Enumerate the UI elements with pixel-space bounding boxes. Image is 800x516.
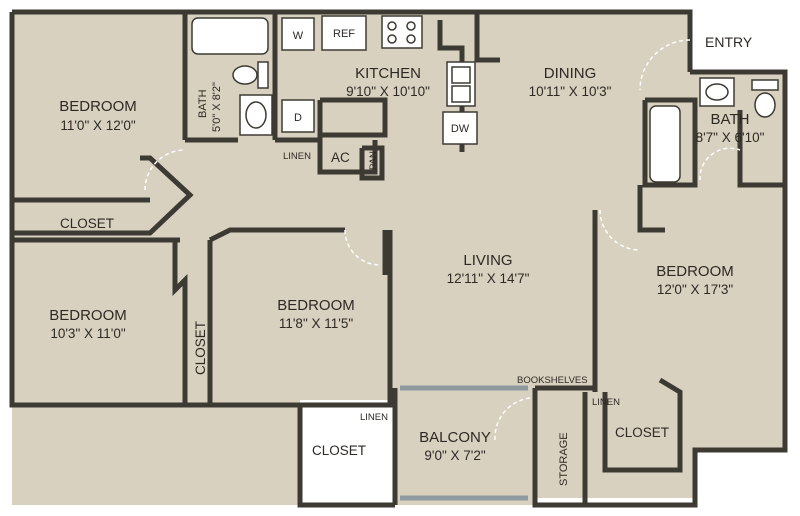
living-dims: 12'11" X 14'7" <box>447 271 530 286</box>
dishwasher-label: DW <box>451 123 470 135</box>
living-name: LIVING <box>463 252 512 269</box>
bedroom-mid-name: BEDROOM <box>277 297 355 314</box>
linen-label-south: LINEN <box>360 412 388 423</box>
toilet-icon <box>232 65 258 85</box>
range-icon <box>381 15 423 49</box>
bedroom-sw-dims: 10'3" X 11'0" <box>50 326 125 341</box>
closet-label-west: CLOSET <box>193 321 208 375</box>
entry-label: ENTRY <box>705 34 753 50</box>
dishwasher-icon <box>442 111 478 145</box>
bedroom-nw-dims: 11'0" X 12'0" <box>60 118 135 133</box>
bedroom-mid-dims: 11'8" X 11'5" <box>279 316 353 331</box>
balcony-dims: 9'0" X 7'2" <box>424 448 485 463</box>
closet-label-nw: CLOSET <box>60 216 114 231</box>
closet-label-south: CLOSET <box>312 443 366 458</box>
washer-icon <box>281 17 315 51</box>
toilet-2-icon <box>754 92 776 118</box>
walls <box>9 9 788 508</box>
refrigerator-label: REF <box>333 28 355 40</box>
pan-label: PAN <box>368 151 379 170</box>
bath-1-name: BATH <box>197 89 209 118</box>
bath-1-dims: 5'0" X 8'2" <box>211 82 223 132</box>
ac-label: AC <box>331 150 350 165</box>
washer-label: W <box>293 30 304 42</box>
bedroom-sw-name: BEDROOM <box>49 307 127 324</box>
labels: ENTRY BEDROOM 11'0" X 12'0" BATH 5'0" X … <box>49 28 764 486</box>
door-swings <box>144 39 741 441</box>
kitchen-dims: 9'10" X 10'10" <box>346 84 430 99</box>
bath-2-name: BATH <box>711 111 750 128</box>
bedroom-nw-name: BEDROOM <box>59 98 137 115</box>
dining-dims: 10'11" X 10'3" <box>529 84 612 99</box>
bath-2-dims: 8'7" X 6'10" <box>696 130 765 145</box>
linen-label-east: LINEN <box>592 397 620 408</box>
closet-label-east: CLOSET <box>615 425 669 440</box>
tub-icon <box>191 17 269 55</box>
balcony-name: BALCONY <box>419 429 491 446</box>
fixtures <box>191 15 779 183</box>
dryer-icon <box>281 99 315 133</box>
dining-name: DINING <box>544 65 597 82</box>
bedroom-east-name: BEDROOM <box>656 263 734 280</box>
floor-area <box>12 12 785 505</box>
dryer-label: D <box>294 112 302 124</box>
tub-2-icon <box>649 105 681 183</box>
storage-label: STORAGE <box>558 432 570 486</box>
bedroom-east-dims: 12'0" X 17'3" <box>657 282 734 297</box>
bookshelves-label: BOOKSHELVES <box>517 375 588 386</box>
refrigerator-icon <box>321 15 367 51</box>
kitchen-name: KITCHEN <box>355 65 421 82</box>
linen-label-kitchen: LINEN <box>283 151 311 162</box>
